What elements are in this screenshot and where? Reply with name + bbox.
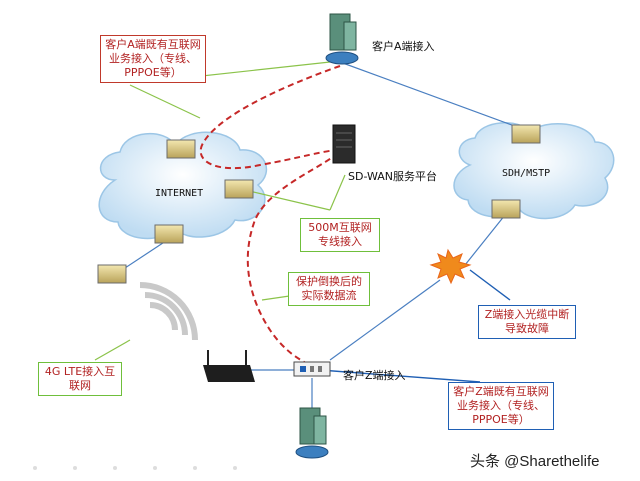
watermark-dots (33, 466, 237, 470)
blue-callout-leaders (319, 269, 511, 383)
site-a-building-icon (325, 13, 359, 65)
callout-fault: Z端接入光缆中断导致故障 (478, 305, 576, 339)
callout-protect-flow: 保护倒换后的实际数据流 (288, 272, 370, 306)
router-icon (166, 139, 196, 159)
watermark: 头条 @Sharethelife (470, 453, 600, 470)
router-icon (154, 224, 184, 244)
router-icon (224, 179, 254, 199)
internet-cloud (98, 131, 268, 240)
sdh-cloud-label: SDH/MSTP (502, 168, 551, 179)
callout-z-existing: 客户Z端既有互联网业务接入（专线、PPPOE等） (448, 382, 554, 430)
router-icon (491, 199, 521, 219)
cpe-device-icon (293, 361, 331, 377)
wireless-signal-icon (139, 282, 198, 341)
callout-500m-line: 500M互联网专线接入 (300, 218, 380, 252)
router-icons (97, 124, 541, 284)
fault-burst-icon (429, 248, 472, 285)
sdwan-platform-label: SD-WAN服务平台 (348, 170, 438, 183)
site-a-label: 客户A端接入 (372, 40, 435, 53)
sdh-mstp-cloud (453, 122, 615, 220)
site-z-building-icon (295, 407, 329, 459)
router-icon (511, 124, 541, 144)
lte-router-icon (203, 350, 255, 382)
sdwan-server-icon (332, 124, 356, 164)
site-z-label: 客户Z端接入 (343, 369, 406, 382)
callout-a-existing: 客户A端既有互联网业务接入（专线、PPPOE等） (100, 35, 206, 83)
callout-lte: 4G LTE接入互联网 (38, 362, 122, 396)
router-icon (97, 264, 127, 284)
internet-cloud-label: INTERNET (155, 188, 204, 199)
